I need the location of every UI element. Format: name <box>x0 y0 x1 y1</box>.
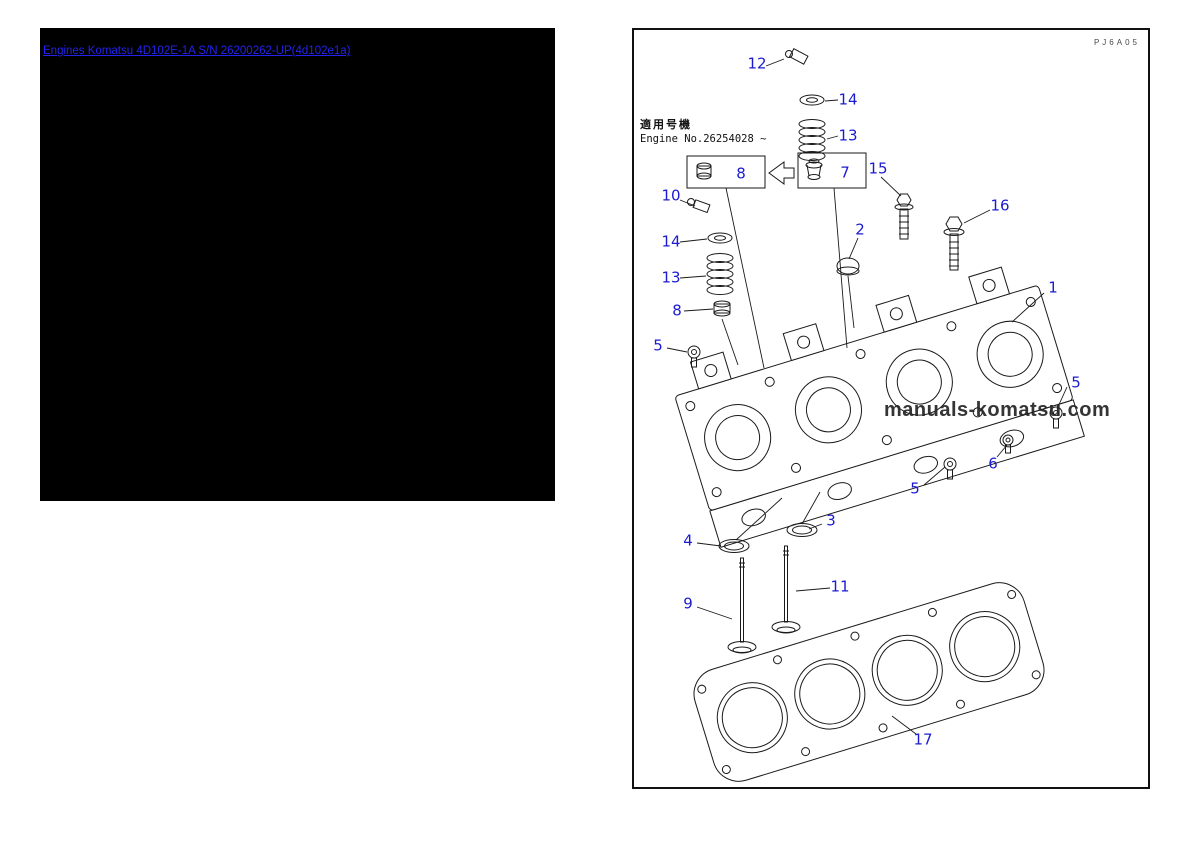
cup-plug <box>836 257 860 276</box>
part-callout-3[interactable]: 3 <box>826 511 836 530</box>
part-callout-7[interactable]: 7 <box>840 163 850 182</box>
part-callout-1[interactable]: 1 <box>1048 278 1058 297</box>
part-callout-13[interactable]: 13 <box>661 268 681 287</box>
engine-serial-text: Engine No.26254028 ~ <box>640 133 767 145</box>
exploded-view-drawing <box>666 48 1085 782</box>
cylinder-head-drawing <box>675 266 1085 548</box>
valves <box>727 545 801 654</box>
part-callout-10[interactable]: 10 <box>661 186 681 205</box>
parts-diagram-panel: PJ6A05 適用号機 Engine No.26254028 ~ manuals… <box>632 28 1150 789</box>
watermark: manuals-komatsu.com <box>884 399 1111 421</box>
part-callout-5[interactable]: 5 <box>653 336 663 355</box>
part-callout-4[interactable]: 4 <box>683 531 693 550</box>
part-callout-5[interactable]: 5 <box>910 479 920 498</box>
part-callout-6[interactable]: 6 <box>988 454 998 473</box>
left-cover-panel: Engines Komatsu 4D102E-1A S/N 26200262-U… <box>40 28 555 501</box>
part-callout-17[interactable]: 17 <box>913 730 933 749</box>
applicable-serial-label: 適用号機 <box>640 119 692 131</box>
part-callout-11[interactable]: 11 <box>830 577 850 596</box>
top-parts-column <box>785 48 826 161</box>
alternative-part-boxes <box>686 152 867 189</box>
part-callout-8[interactable]: 8 <box>736 164 746 183</box>
part-callout-15[interactable]: 15 <box>868 159 888 178</box>
part-callout-16[interactable]: 16 <box>990 196 1010 215</box>
part-callout-14[interactable]: 14 <box>838 90 858 109</box>
head-bolts <box>894 193 965 271</box>
part-callout-8[interactable]: 8 <box>672 301 682 320</box>
part-callout-13[interactable]: 13 <box>838 126 858 145</box>
substitution-arrow-icon <box>768 161 795 185</box>
catalog-link[interactable]: Engines Komatsu 4D102E-1A S/N 26200262-U… <box>43 45 351 57</box>
part-callout-2[interactable]: 2 <box>855 220 865 239</box>
part-callout-12[interactable]: 12 <box>747 54 767 73</box>
left-parts-column <box>687 198 734 317</box>
part-callout-9[interactable]: 9 <box>683 594 693 613</box>
part-callout-5[interactable]: 5 <box>1071 373 1081 392</box>
small-bolts <box>687 345 1063 480</box>
valve-washers <box>718 523 818 553</box>
part-callout-14[interactable]: 14 <box>661 232 681 251</box>
page-code: PJ6A05 <box>1093 38 1140 47</box>
head-gasket-drawing <box>693 582 1045 782</box>
